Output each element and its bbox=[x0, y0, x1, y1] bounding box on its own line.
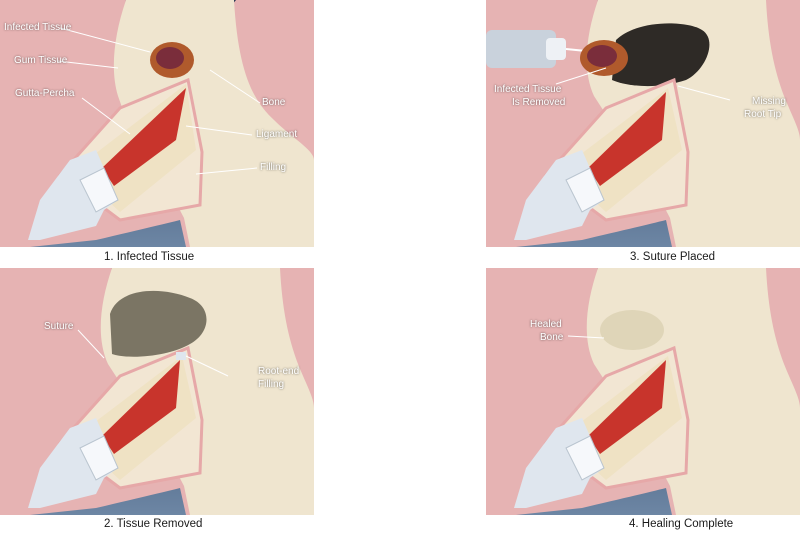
panel-suture-placed: Infected Tissue Is Removed Missing Root … bbox=[486, 0, 800, 247]
panel-tissue-removed: Suture Root-end Filling bbox=[0, 268, 314, 515]
gutta-percha bbox=[102, 360, 180, 454]
filling bbox=[565, 435, 605, 481]
label-infected-tissue: Infected Tissue bbox=[4, 22, 72, 33]
tooth-illustration bbox=[0, 268, 314, 515]
label-ligament: Ligament bbox=[256, 129, 298, 140]
tooth-illustration bbox=[486, 0, 800, 247]
removed-area bbox=[110, 290, 207, 357]
caption-panel-1: 1. Infected Tissue bbox=[104, 251, 195, 263]
panel-healing-complete: Healed Bone bbox=[486, 268, 800, 515]
tooth-illustration bbox=[486, 268, 800, 515]
label-gum-tissue: Gum Tissue bbox=[14, 55, 68, 66]
leader-lines bbox=[77, 329, 229, 377]
label-suture: Suture bbox=[44, 321, 74, 332]
leader-lines bbox=[567, 335, 605, 339]
label-infected-line2: Is Removed bbox=[512, 97, 566, 108]
gutta-percha bbox=[588, 92, 666, 186]
removed-area bbox=[612, 23, 710, 87]
label-healed-line1: Healed bbox=[530, 319, 562, 330]
label-missing-line1: Missing bbox=[752, 96, 786, 107]
label-gutta-percha: Gutta-Percha bbox=[15, 88, 75, 99]
label-infected-line1: Infected Tissue bbox=[494, 84, 562, 95]
label-missing-line2: Root Tip bbox=[744, 109, 782, 120]
label-healed-line2: Bone bbox=[540, 332, 564, 343]
leader-lines bbox=[555, 67, 731, 101]
label-bone: Bone bbox=[262, 97, 286, 108]
leader-lines bbox=[57, 27, 261, 175]
healed-bone bbox=[600, 310, 664, 350]
infected-tissue-core bbox=[587, 45, 617, 67]
caption-panel-4: 4. Healing Complete bbox=[629, 518, 734, 530]
caption-panel-2: 2. Tissue Removed bbox=[104, 518, 203, 530]
filling bbox=[79, 167, 119, 213]
filling bbox=[79, 435, 119, 481]
infected-tissue-core bbox=[156, 47, 184, 69]
root-end-filling bbox=[176, 352, 186, 360]
label-filling: Filling bbox=[260, 162, 287, 173]
gutta-percha bbox=[588, 360, 666, 454]
filling bbox=[565, 167, 605, 213]
instrument bbox=[486, 30, 597, 68]
tooth-illustration bbox=[0, 0, 314, 247]
caption-panel-3: 3. Suture Placed bbox=[630, 251, 716, 263]
gutta-percha bbox=[102, 88, 186, 186]
label-root-end-line2: Filling bbox=[258, 379, 285, 390]
label-root-end-line1: Root-end bbox=[258, 366, 300, 377]
panel-infected-tissue: Infected Tissue Gum Tissue Gutta-Percha … bbox=[0, 0, 314, 247]
